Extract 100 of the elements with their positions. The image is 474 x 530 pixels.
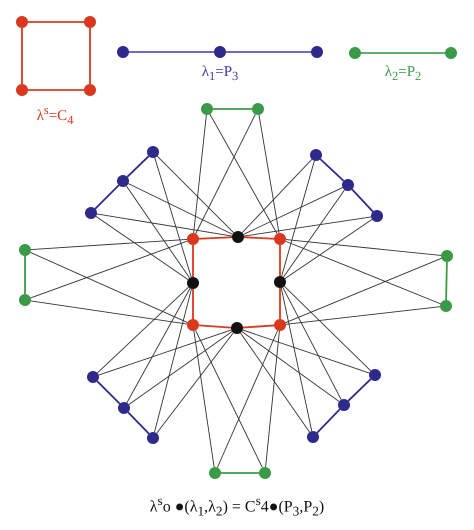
graph-edge xyxy=(348,378,372,402)
graph-edge xyxy=(193,330,215,468)
vertex-dot xyxy=(84,84,96,96)
graph-edge xyxy=(96,216,188,280)
caption: λ$^{s}$o ●(λ$_{1}$,λ$_{2}$) = C$^{s}$4●(P$_{3}$,P$_{2}$) xyxy=(150,494,324,520)
graph-edge xyxy=(216,330,278,468)
graph-edge xyxy=(286,306,440,325)
graph-edge xyxy=(285,240,441,304)
graph-edge xyxy=(128,412,150,434)
vertex-dot xyxy=(445,47,457,59)
vertex-dot xyxy=(440,300,452,312)
vertex-dot xyxy=(259,467,271,479)
graph-edge xyxy=(126,288,191,404)
graph-edge xyxy=(242,187,344,235)
vertex-dot xyxy=(87,371,99,383)
graph-edge xyxy=(98,329,232,376)
vertex-dot xyxy=(274,319,286,331)
graph-edge xyxy=(128,331,233,405)
vertex-dot xyxy=(252,103,264,115)
graph-label: λ$_{1}$=P$_{3}$ xyxy=(202,64,238,84)
graph-edge xyxy=(195,114,256,234)
vertex-dot xyxy=(16,16,28,28)
graph-edge xyxy=(94,184,120,210)
graph-edge xyxy=(279,245,281,276)
graph-edge xyxy=(126,156,150,178)
vertex-dot xyxy=(187,319,199,331)
vertex-dot xyxy=(274,276,286,288)
graph-edge xyxy=(195,330,263,468)
graph-edge xyxy=(30,240,188,298)
graph-edge xyxy=(30,300,188,325)
graph-edge xyxy=(154,288,192,433)
graph-edge xyxy=(192,289,194,319)
graph-edge xyxy=(96,214,233,236)
graph-edge xyxy=(154,157,192,278)
vertex-dot xyxy=(19,244,31,256)
graph-edge xyxy=(351,188,374,212)
graph-edge xyxy=(21,28,23,84)
graph-edge xyxy=(242,158,312,234)
graph-edge xyxy=(96,286,190,374)
vertex-dot xyxy=(85,207,97,219)
vertex-dot xyxy=(147,432,159,444)
vertex-dot xyxy=(311,46,323,58)
graph-edge xyxy=(221,472,259,474)
graph-edge xyxy=(89,28,91,84)
graph-edge xyxy=(198,236,232,240)
vertex-dot xyxy=(310,149,322,161)
graph-edge xyxy=(242,329,370,374)
vertex-dot xyxy=(187,233,199,245)
graph-edge xyxy=(24,256,26,294)
vertex-dot xyxy=(16,84,28,96)
graph-edge xyxy=(226,51,311,53)
graph-edge xyxy=(265,330,280,468)
graph-edge xyxy=(193,114,207,234)
vertex-dot xyxy=(232,231,244,243)
graph-edge xyxy=(445,262,448,300)
graph-edge xyxy=(316,408,340,434)
vertex-dot xyxy=(231,322,243,334)
graph-edge xyxy=(286,239,442,256)
graph-edge xyxy=(320,158,344,182)
graph-label: λ$^{s}$=C$_{4}$ xyxy=(36,104,74,128)
graph-edge xyxy=(128,183,234,235)
vertex-dot xyxy=(369,369,381,381)
graph-edge xyxy=(281,160,315,277)
graph-edge xyxy=(129,51,214,53)
graph-edge xyxy=(284,218,372,280)
vertex-dot xyxy=(187,277,199,289)
vertex-dot xyxy=(147,146,159,158)
graph-edge xyxy=(361,52,445,54)
graph-edge xyxy=(258,114,280,234)
graph-edge xyxy=(210,114,278,234)
graph-edge xyxy=(280,287,312,432)
vertex-dot xyxy=(307,431,319,443)
vertex-dot xyxy=(349,47,361,59)
graph-edge xyxy=(156,156,234,234)
vertex-dot xyxy=(201,103,213,115)
graph-edge xyxy=(198,324,232,328)
graph-edge xyxy=(156,332,234,434)
graph-edge xyxy=(126,186,190,278)
graph-edge xyxy=(285,258,442,324)
graph-edge xyxy=(243,216,372,237)
vertex-dot xyxy=(117,46,129,58)
graph-edge xyxy=(244,236,274,240)
vertex-dot xyxy=(209,467,221,479)
vertex-dot xyxy=(19,294,31,306)
graph-edge xyxy=(30,238,188,250)
vertex-dot xyxy=(214,46,226,58)
graph-edge xyxy=(30,252,188,323)
vertex-dot xyxy=(342,179,354,191)
graph-edge xyxy=(279,288,281,319)
graph-edge xyxy=(28,21,84,23)
vertex-dot xyxy=(371,210,383,222)
graph-edge xyxy=(284,286,372,372)
vertex-dot xyxy=(441,250,453,262)
graph-edge xyxy=(241,331,340,402)
graph-edge xyxy=(192,245,194,277)
graph-edge xyxy=(282,286,342,400)
vertex-dot xyxy=(338,399,350,411)
graph-edge xyxy=(283,189,345,278)
vertex-dot xyxy=(118,402,130,414)
graph-edge xyxy=(213,108,252,110)
